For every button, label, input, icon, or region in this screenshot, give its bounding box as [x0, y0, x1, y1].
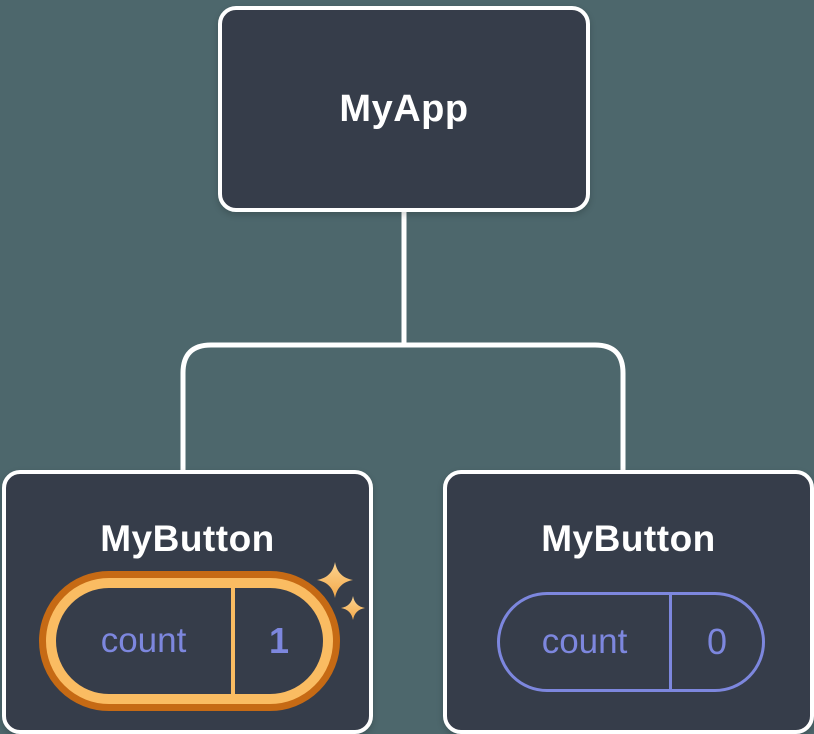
state-name: count	[100, 621, 187, 660]
state-value: 0	[706, 621, 728, 662]
root-node-label: MyApp	[339, 87, 469, 130]
child-node-mybutton-right: MyButton count 0	[443, 470, 814, 734]
pill-divider	[231, 588, 235, 694]
child-node-label: MyButton	[541, 518, 716, 559]
pill-divider	[669, 595, 672, 689]
state-value: 1	[268, 620, 290, 661]
state-pill: count 0	[497, 592, 765, 692]
root-node-myapp: MyApp	[218, 6, 590, 212]
state-name: count	[541, 622, 628, 661]
child-node-label: MyButton	[100, 518, 275, 559]
state-pill-highlighted: count 1	[39, 571, 340, 711]
child-node-mybutton-left: MyButton count 1	[2, 470, 373, 734]
